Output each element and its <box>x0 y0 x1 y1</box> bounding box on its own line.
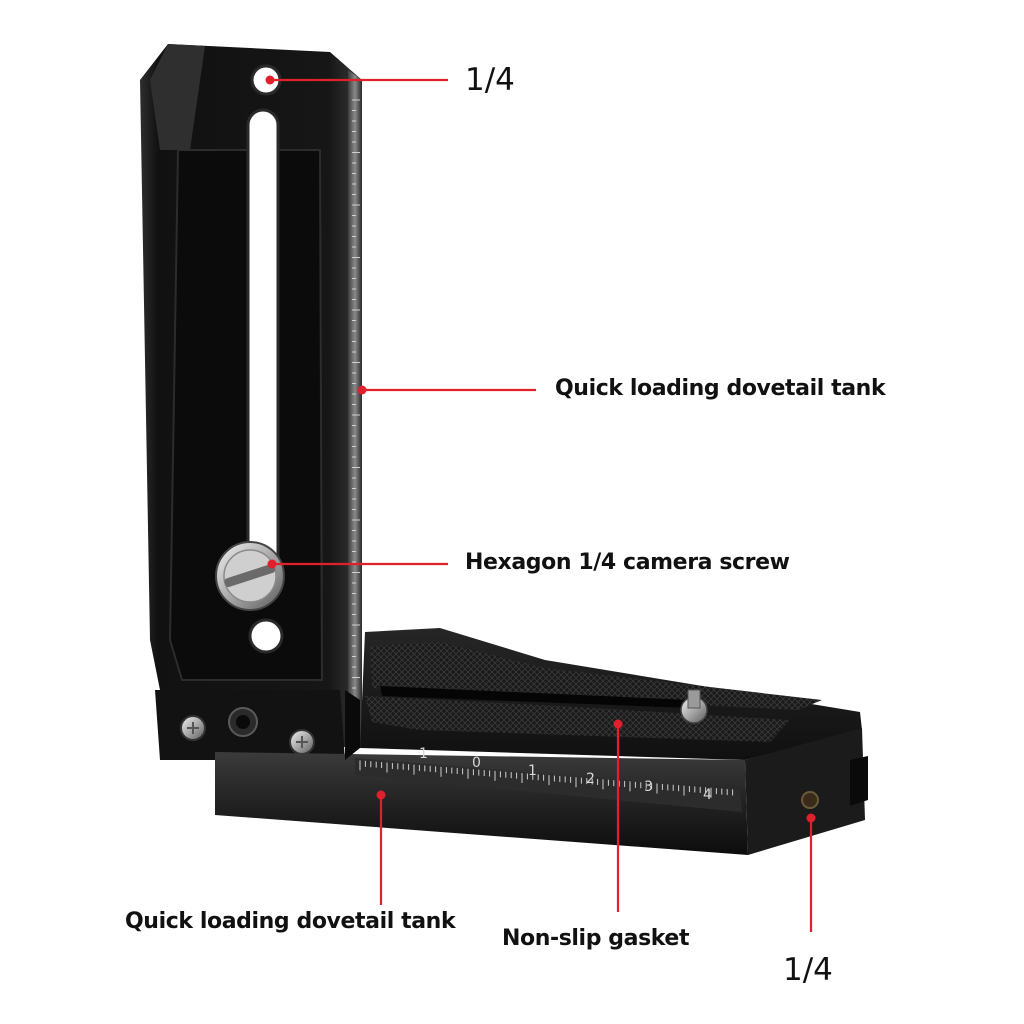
base-scale-ticks <box>359 760 734 798</box>
callout-top-thread <box>265 75 448 85</box>
callout-lines <box>265 75 816 932</box>
vertical-plate <box>140 44 362 748</box>
scale-number: 1 <box>419 746 428 762</box>
callout-bottom-thread <box>806 813 816 932</box>
base-plate <box>215 628 868 855</box>
scale-number: 1 <box>528 763 537 779</box>
label-camera-screw: Hexagon 1/4 camera screw <box>465 550 790 575</box>
callout-gasket <box>613 719 623 912</box>
label-bottom-thread: 1/4 <box>783 952 833 988</box>
vertical-plate-foot <box>155 690 345 760</box>
label-gasket: Non-slip gasket <box>502 926 690 951</box>
base-scale-numbers: 1 0 1 2 3 4 <box>419 746 712 803</box>
label-bottom-dovetail: Quick loading dovetail tank <box>125 909 456 934</box>
scale-number: 3 <box>644 779 653 795</box>
scale-number: 4 <box>703 787 712 803</box>
camera-screw-knob <box>215 541 285 611</box>
label-top-thread: 1/4 <box>465 62 515 98</box>
callout-camera-screw <box>267 559 448 569</box>
label-side-dovetail: Quick loading dovetail tank <box>555 376 886 401</box>
callout-bottom-dovetail <box>376 790 386 905</box>
scale-number: 2 <box>586 771 595 787</box>
callout-side-dovetail <box>357 385 536 395</box>
scale-number: 0 <box>472 755 481 771</box>
